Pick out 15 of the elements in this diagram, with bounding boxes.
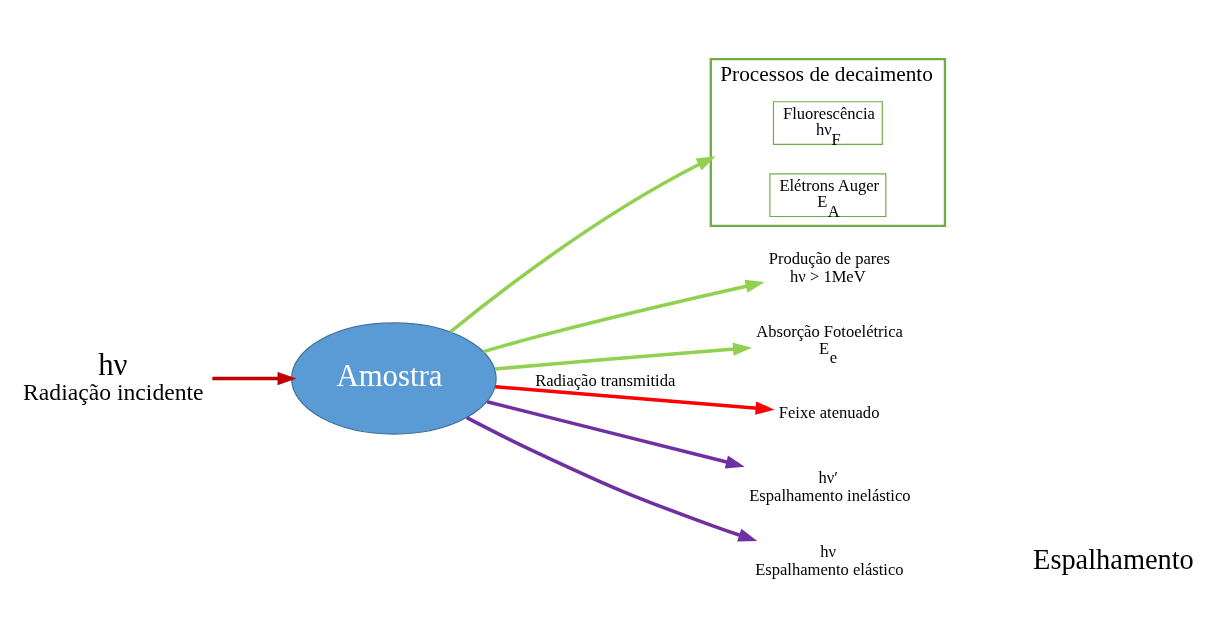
arrow (449, 155, 716, 333)
node-text: Feixe atenuado (778, 402, 880, 422)
node-ellipse: Amostra (290, 321, 497, 435)
arrow (482, 279, 765, 353)
node-text: hν Espalhamento elástico (755, 541, 904, 579)
node-text: hν Radiação incidente (23, 347, 204, 405)
arrow (486, 399, 745, 468)
label: Espalhamento (1033, 543, 1194, 575)
arrow (494, 342, 752, 371)
edge-label: Radiação transmitida (535, 370, 676, 390)
arrow (466, 415, 758, 541)
node-text: Produção de pares hν > 1MeV (768, 248, 891, 286)
arrow (212, 371, 297, 385)
node-text: hν′ Espalhamento inelástico (749, 467, 911, 505)
arrow (495, 384, 775, 415)
